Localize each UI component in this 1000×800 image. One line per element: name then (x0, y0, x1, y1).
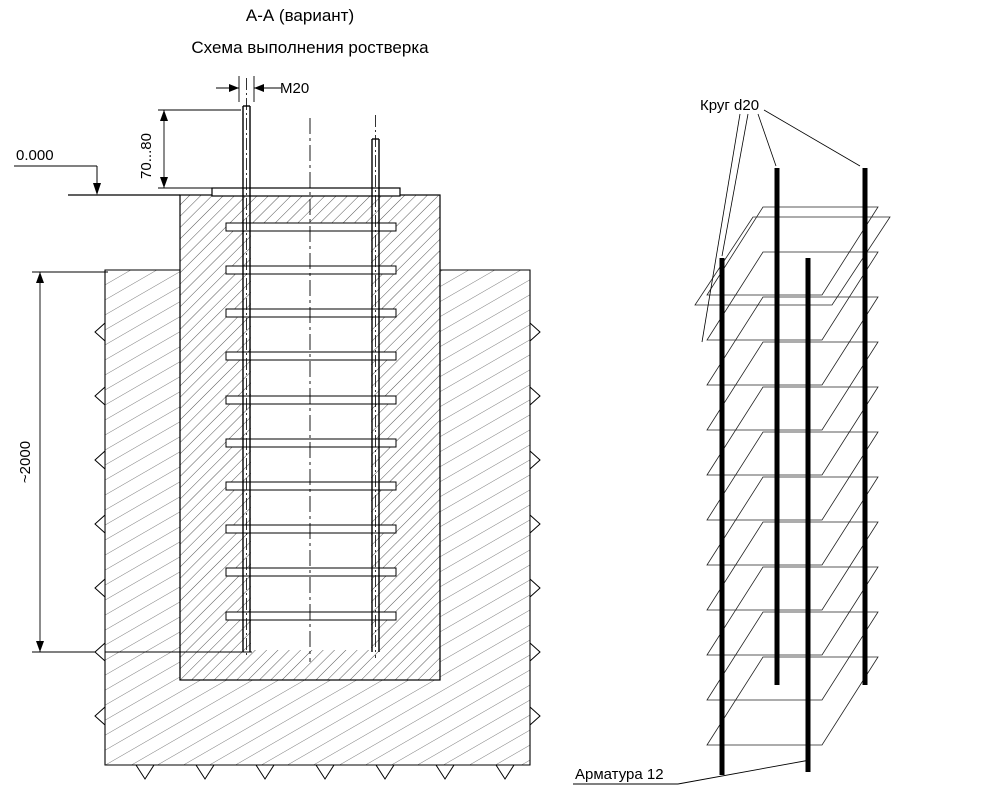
template-bars (225, 222, 397, 621)
anchor-bolts (242, 105, 380, 652)
cross-section-view: 0.000 70...80 M20 ~2000 (14, 76, 541, 780)
bolt-centerlines (246, 78, 376, 658)
vertical-rebars (719, 168, 868, 775)
rebar-12-leader (573, 759, 811, 785)
drawing-subtitle: Схема выполнения ростверка (191, 38, 429, 57)
right-wall-break-marks (529, 321, 541, 727)
depth-dim-label: ~2000 (17, 441, 34, 483)
stirrup-rings (694, 206, 891, 746)
protrusion-dim-label: 70...80 (138, 133, 155, 179)
level-mark-label: 0.000 (16, 147, 54, 164)
section-title: А-А (вариант) (246, 6, 354, 25)
circle-d20-label: Круг d20 (700, 97, 759, 114)
rebar-cage-view: Круг d20 Арматура 12 (573, 97, 891, 785)
depth-dimension (32, 271, 252, 653)
bolt-size-dimension (216, 76, 281, 102)
bearing-plate (211, 187, 401, 197)
left-wall-break-marks (94, 321, 106, 727)
bottom-break-marks (135, 764, 515, 780)
rebar-12-label: Арматура 12 (575, 766, 664, 783)
bolt-size-label: M20 (280, 80, 309, 97)
bolt-clear-zone (251, 224, 371, 650)
level-mark (14, 165, 101, 195)
circle-d20-leaders (701, 109, 861, 343)
protrusion-dimension (158, 109, 241, 189)
